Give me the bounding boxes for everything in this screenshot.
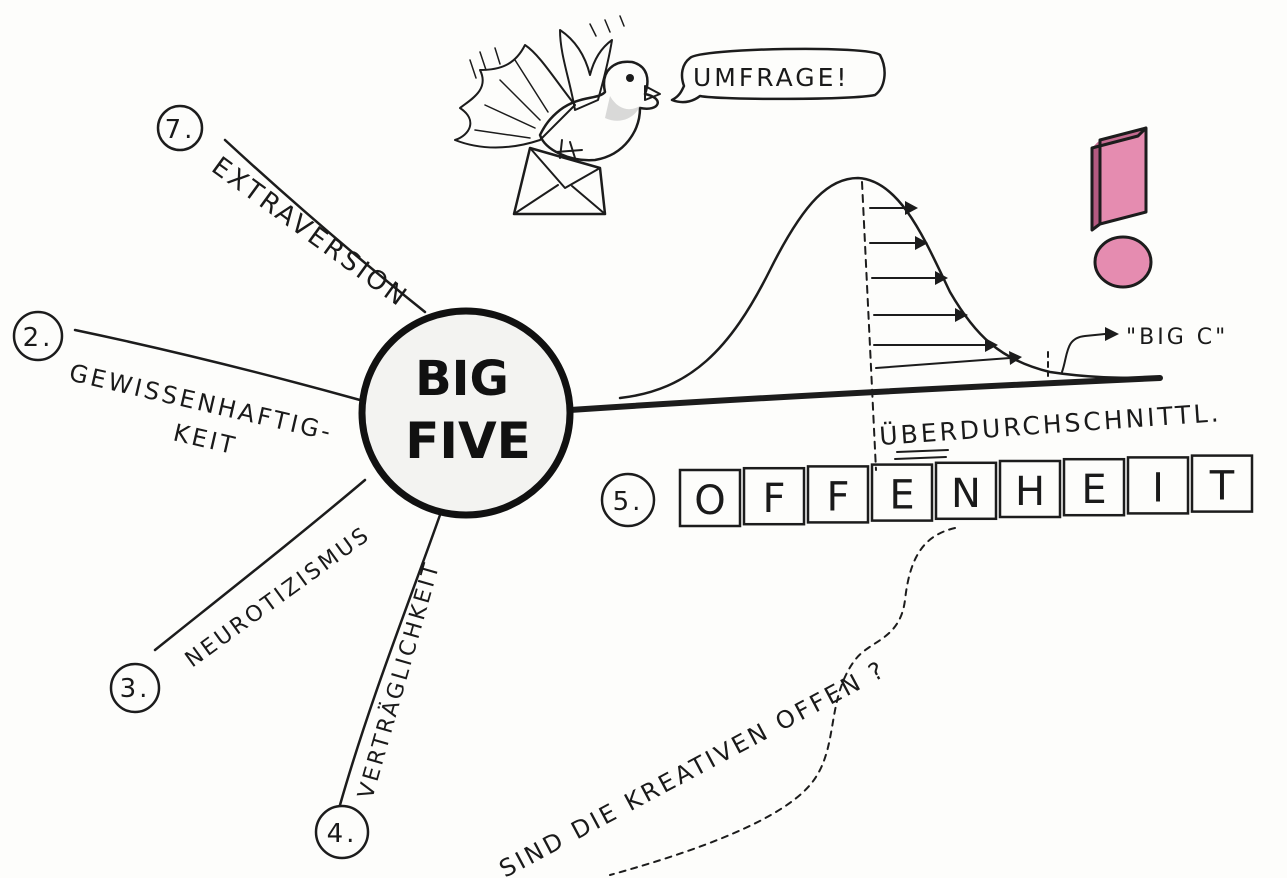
trait-number: 5. (613, 487, 644, 517)
letter: H (1015, 469, 1045, 515)
trait-label: NEUROTIZISMUS (181, 522, 376, 673)
trait-label-cont: KEIT (171, 419, 240, 461)
letter: I (1152, 465, 1164, 511)
question-dashed-path (610, 528, 955, 875)
pigeon-icon (455, 16, 660, 160)
trait-gewissenhaftigkeit: 2. GEWISSENHAFTIG- KEIT (14, 312, 336, 460)
above-average-label: ÜBERDURCHSCHNITTL. (878, 398, 1222, 451)
letter: O (694, 478, 725, 524)
big-five-center: BIG FIVE (362, 311, 570, 515)
center-title-line1: BIG (415, 351, 509, 407)
trait-number: 2. (23, 323, 54, 353)
exclamation-mark-icon (1092, 128, 1151, 287)
big-c-pointer (1062, 334, 1105, 372)
letter: F (826, 474, 849, 520)
letter: F (762, 476, 785, 522)
trait-vertraeglichkeit: 4. VERTRÄGLICHKEIT (316, 558, 446, 858)
trait-label: EXTRAVERSION (206, 151, 414, 314)
trait-number: 7. (165, 115, 196, 145)
distribution-axis (570, 378, 1160, 410)
trait-extraversion: 7. EXTRAVERSION (158, 106, 414, 314)
speech-bubble: UMFRAGE! (672, 49, 885, 102)
letter: N (951, 471, 981, 517)
mean-dashed-line (862, 182, 876, 470)
above-average-underline (895, 450, 948, 459)
trait-number: 4. (327, 819, 358, 849)
letter: E (1081, 467, 1106, 513)
letter: T (1209, 464, 1235, 510)
center-title-line2: FIVE (405, 412, 531, 470)
letter: E (889, 473, 914, 519)
trait-number: 3. (120, 674, 151, 704)
trait-label: VERTRÄGLICHKEIT (353, 558, 446, 802)
big-c-label: "BIG C" (1126, 325, 1228, 350)
speech-bubble-text: UMFRAGE! (693, 63, 849, 92)
question-text: SIND DIE KREATIVEN OFFEN ? (495, 655, 891, 878)
trait-neurotizismus: 3. NEUROTIZISMUS (111, 522, 376, 712)
